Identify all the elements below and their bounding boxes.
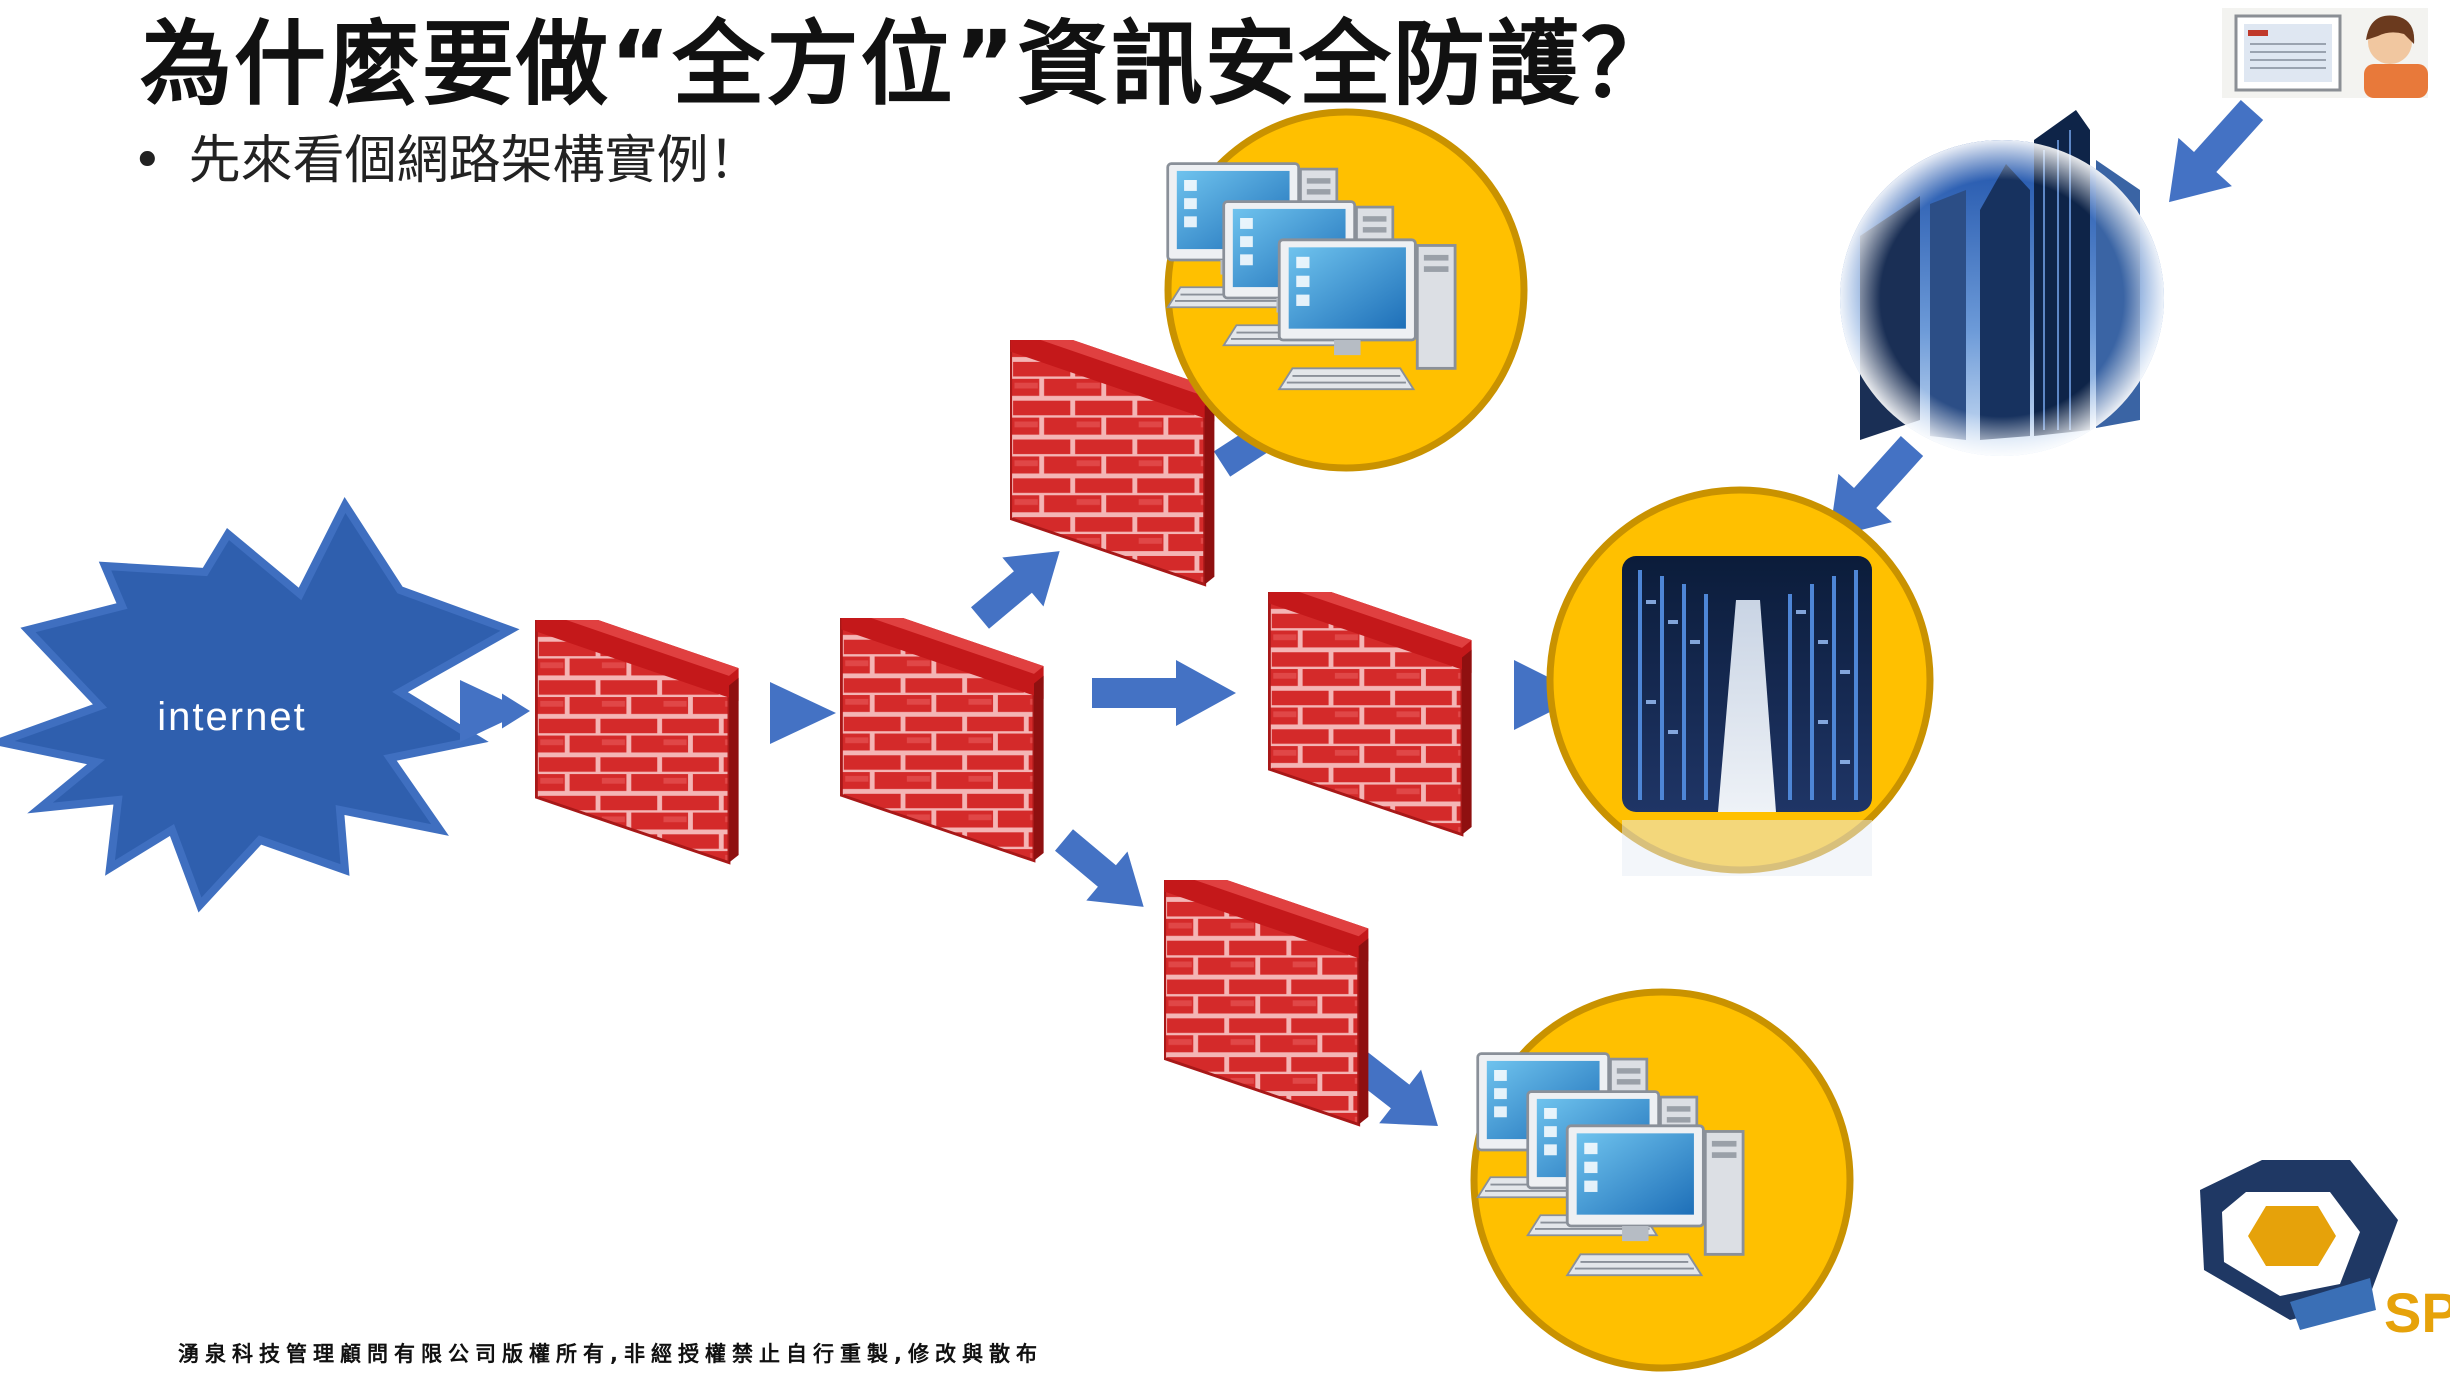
arrow-to-firewall-bottom bbox=[1055, 829, 1144, 907]
remote-user-icon bbox=[2222, 8, 2428, 98]
arrow-building-to-datacenter bbox=[1829, 435, 1924, 539]
internet-label: internet bbox=[157, 695, 306, 739]
copyright-footer: 湧泉科技管理顧問有限公司版權所有,非經授權禁止自行重製,修改與散布 bbox=[178, 1342, 1043, 1366]
internet-burst-icon bbox=[0, 496, 520, 913]
firewall-1-icon bbox=[535, 620, 740, 865]
workstations-bottom-icon bbox=[1470, 988, 1854, 1372]
arrow-remote-to-building bbox=[2169, 99, 2264, 203]
bullet-point: • 先來看個網路架構實例！ bbox=[132, 118, 761, 193]
workstations-top-icon bbox=[1164, 108, 1528, 472]
firewall-2-icon bbox=[840, 618, 1045, 863]
arrow-to-firewall-top bbox=[971, 551, 1060, 629]
company-logo-icon bbox=[2200, 1160, 2398, 1330]
office-building-icon bbox=[1840, 110, 2164, 456]
firewall-bottom-icon bbox=[1164, 880, 1369, 1126]
arrow-head-1 bbox=[460, 680, 526, 742]
datacenter-icon bbox=[1546, 486, 1934, 876]
logo-text: SP bbox=[2384, 1281, 2450, 1344]
arrow-to-workstations-bottom bbox=[1346, 1050, 1438, 1127]
arrow-to-firewall-center bbox=[1092, 660, 1236, 726]
firewall-center-icon bbox=[1268, 592, 1473, 837]
arrow-head-2 bbox=[770, 682, 836, 744]
bullet-dot-icon: • bbox=[132, 131, 163, 191]
bullet-text: 先來看個網路架構實例！ bbox=[188, 131, 761, 191]
slide-title: 為什麼要做“全方位”資訊安全防護？ bbox=[140, 11, 1675, 118]
